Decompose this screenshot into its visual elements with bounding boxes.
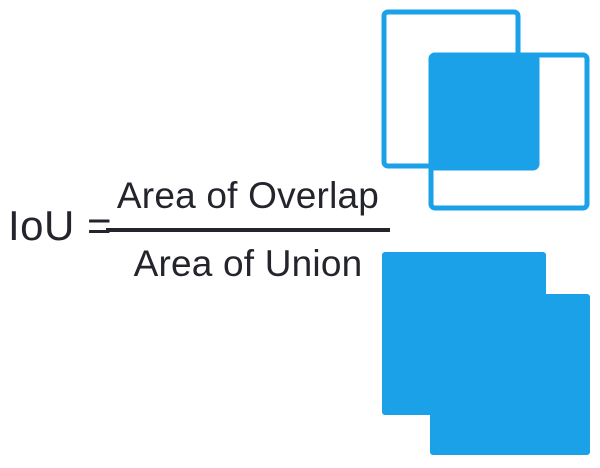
fraction: Area of Overlap Area of Union: [106, 172, 390, 288]
area-of-overlap-diagram: [370, 0, 600, 225]
iou-label: IoU =: [8, 202, 113, 249]
overlap-svg: [381, 9, 590, 211]
union-svg: [382, 252, 590, 455]
fraction-bar: [106, 228, 390, 232]
iou-formula: IoU = Area of Overlap Area of Union: [8, 172, 390, 288]
area-of-union-diagram: [370, 240, 600, 468]
fraction-denominator: Area of Union: [133, 243, 363, 284]
union-region-fill: [382, 252, 590, 455]
overlap-intersection-fill: [428, 52, 540, 171]
fraction-numerator: Area of Overlap: [116, 175, 380, 216]
